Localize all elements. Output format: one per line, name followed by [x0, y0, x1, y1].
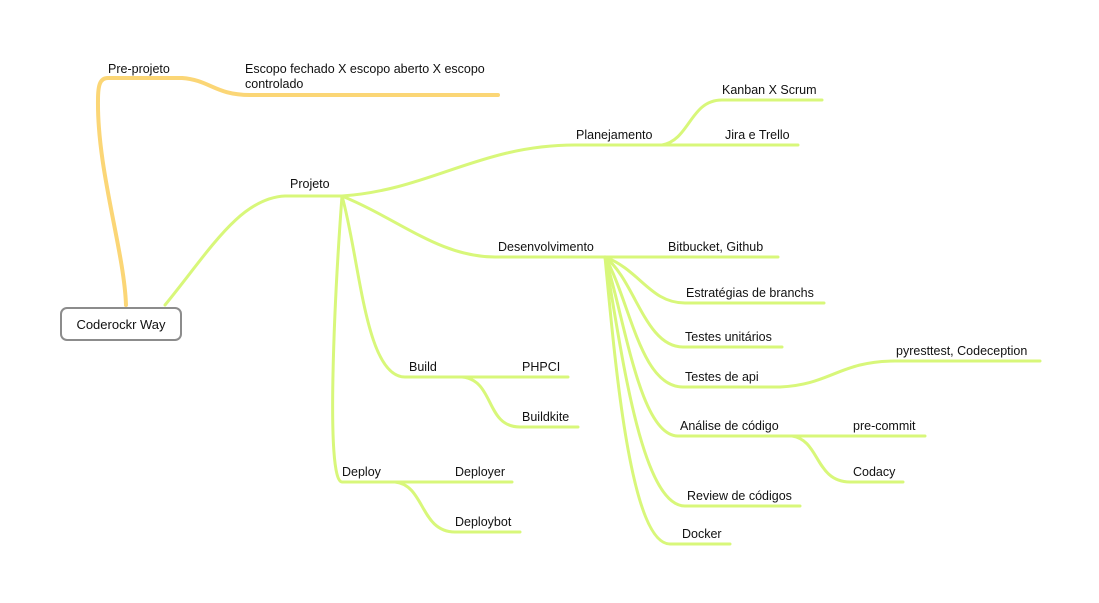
- node-pre-projeto[interactable]: Pre-projeto: [108, 62, 170, 76]
- node-review[interactable]: Review de códigos: [687, 489, 792, 503]
- node-jira[interactable]: Jira e Trello: [725, 128, 790, 142]
- connector-dev-testes-api: [603, 255, 782, 389]
- connector-api-pyresttest: [778, 359, 1042, 389]
- connector-analise-codacy: [790, 434, 905, 484]
- connector-dev-analise: [603, 255, 794, 438]
- node-deploy[interactable]: Deploy: [342, 465, 381, 479]
- node-kanban[interactable]: Kanban X Scrum: [722, 83, 817, 97]
- node-analise[interactable]: Análise de código: [680, 419, 779, 433]
- node-planejamento[interactable]: Planejamento: [576, 128, 653, 142]
- node-pyresttest[interactable]: pyresttest, Codeception: [896, 344, 1028, 358]
- node-codacy[interactable]: Codacy: [853, 465, 896, 479]
- connector-projeto-planejamento: [340, 143, 664, 198]
- node-deploybot[interactable]: Deploybot: [455, 515, 512, 529]
- node-testes-unitarios[interactable]: Testes unitários: [685, 330, 772, 344]
- node-projeto[interactable]: Projeto: [290, 177, 330, 191]
- node-escopo[interactable]: Escopo fechado X escopo aberto X escopo …: [245, 62, 485, 91]
- node-phpci[interactable]: PHPCI: [522, 360, 561, 374]
- connector-projeto-deploy: [331, 194, 397, 484]
- connector-projeto-build: [340, 194, 464, 379]
- node-deployer[interactable]: Deployer: [455, 465, 506, 479]
- connector-root-projeto: [163, 194, 344, 307]
- connector-dev-estrategias: [603, 255, 826, 305]
- connector-planejamento-kanban: [660, 98, 824, 147]
- root-node[interactable]: Coderockr Way: [60, 307, 182, 341]
- node-docker[interactable]: Docker: [682, 527, 722, 541]
- node-estrategias[interactable]: Estratégias de branchs: [686, 286, 814, 300]
- node-buildkite[interactable]: Buildkite: [522, 410, 570, 424]
- connector-dev-review: [603, 255, 802, 508]
- node-testes-api[interactable]: Testes de api: [685, 370, 759, 384]
- node-desenvolvimento[interactable]: Desenvolvimento: [498, 240, 594, 254]
- connector-projeto-desenvolvimento: [340, 194, 607, 259]
- connector-preprojeto-escopo: [180, 76, 500, 97]
- node-build[interactable]: Build: [409, 360, 437, 374]
- connector-dev-testes-unitarios: [603, 255, 784, 349]
- connector-dev-docker: [603, 255, 732, 546]
- connector-root-preprojeto: [95, 76, 184, 307]
- node-bitbucket[interactable]: Bitbucket, Github: [668, 240, 764, 254]
- connector-build-buildkite: [460, 375, 580, 429]
- node-precommit[interactable]: pre-commit: [853, 419, 916, 433]
- connector-deploy-deploybot: [393, 480, 522, 534]
